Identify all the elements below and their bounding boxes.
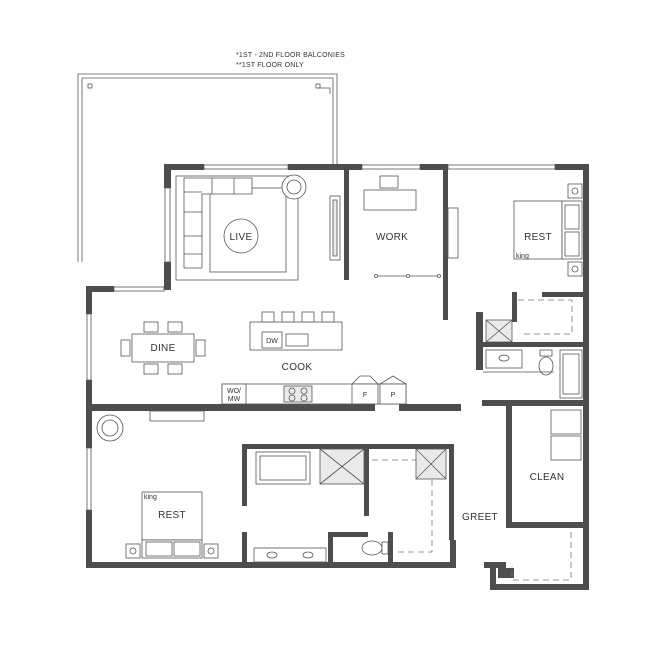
interior-walls xyxy=(92,170,583,562)
work-area xyxy=(363,175,459,278)
room-greet: GREET xyxy=(462,512,498,523)
main-bedroom xyxy=(513,183,583,277)
label-fridge: F xyxy=(363,392,367,399)
room-work: WORK xyxy=(376,232,408,243)
room-rest-main: REST xyxy=(524,232,552,243)
note-first-floor: **1ST FLOOR ONLY xyxy=(236,62,304,69)
room-live: LIVE xyxy=(230,232,253,243)
label-dishwasher: DW xyxy=(266,338,278,345)
room-clean: CLEAN xyxy=(530,472,565,483)
windows xyxy=(86,164,556,511)
second-bath xyxy=(253,448,447,563)
note-balconies: *1ST - 2ND FLOOR BALCONIES xyxy=(236,52,345,59)
label-king-main: king xyxy=(516,253,529,260)
main-bath xyxy=(483,299,583,399)
label-wall-oven-1: WO/ xyxy=(227,388,241,395)
label-pantry: P xyxy=(391,392,396,399)
dining-area xyxy=(120,321,206,375)
room-cook: COOK xyxy=(282,362,313,373)
room-rest-second: REST xyxy=(158,510,186,521)
exterior-walls xyxy=(86,164,589,590)
second-bedroom xyxy=(96,410,219,559)
kitchen xyxy=(221,311,407,405)
living-area xyxy=(175,174,341,281)
room-dine: DINE xyxy=(150,343,175,354)
label-king-second: king xyxy=(144,494,157,501)
label-wall-oven-2: MW xyxy=(228,396,241,403)
laundry xyxy=(511,409,582,581)
balcony xyxy=(77,73,338,262)
